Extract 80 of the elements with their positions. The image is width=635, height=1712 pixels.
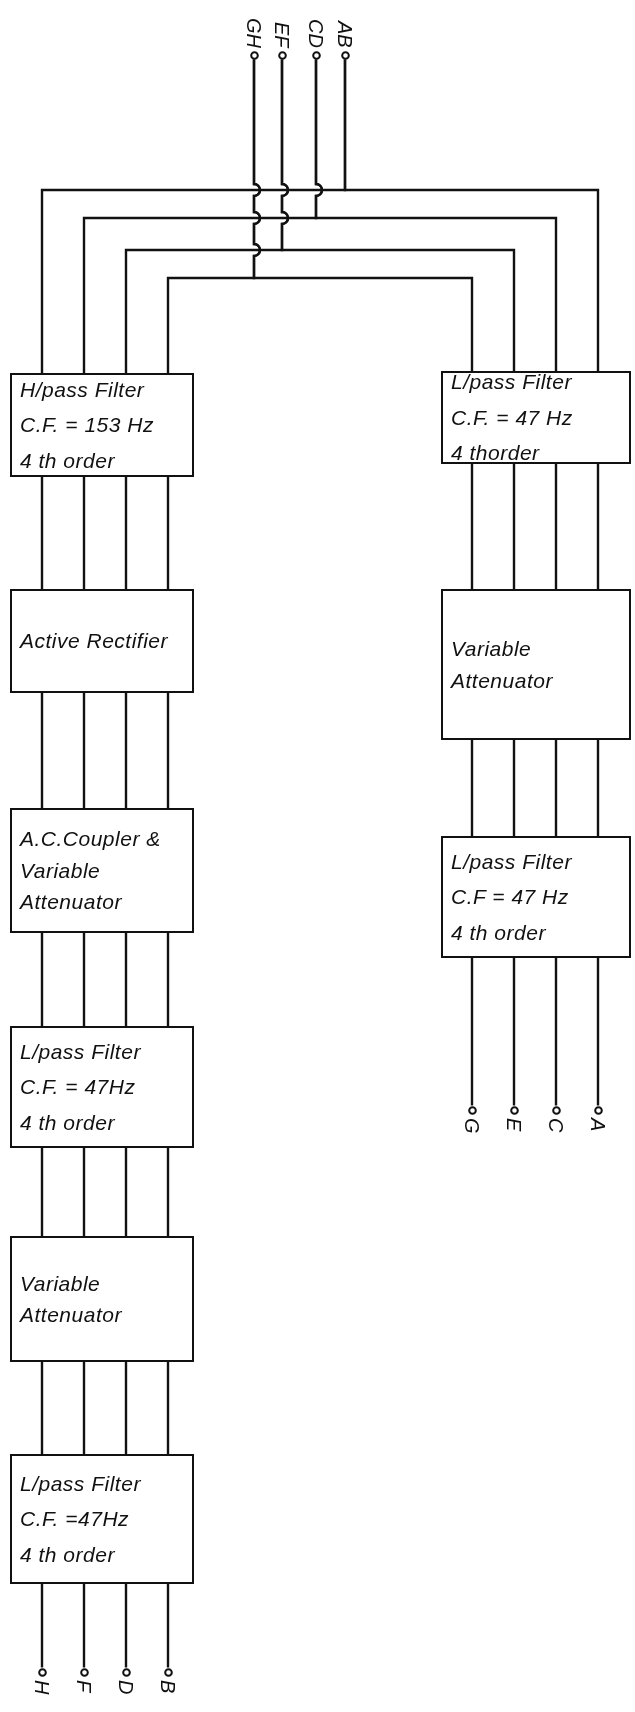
block-label: H/pass Filter: [20, 376, 146, 403]
connector-line: [166, 933, 170, 1026]
connector-line: [343, 59, 600, 371]
block-label: L/pass Filter: [451, 369, 573, 396]
connector-line: [554, 958, 558, 1106]
connector-line: [596, 958, 600, 1106]
block-label: L/pass Filter: [20, 1038, 142, 1065]
connector-line: [40, 1148, 44, 1236]
process-box: [10, 808, 194, 933]
block-label: L/pass Filter: [20, 1470, 142, 1497]
connector-line: [166, 477, 170, 589]
connector-line: [82, 1148, 86, 1236]
block-label: 4 th order: [20, 447, 116, 474]
process-box: [10, 1454, 194, 1584]
connector-line: [124, 1584, 128, 1668]
connector-line: [166, 1148, 170, 1236]
connector-line: [596, 740, 600, 836]
connector-line: [166, 693, 170, 808]
connector-line: [124, 1362, 128, 1454]
process-box: [441, 589, 631, 740]
process-box: [441, 371, 631, 464]
connector-line: [40, 693, 44, 808]
connector-line: [40, 1362, 44, 1454]
terminal-label: GH: [244, 17, 264, 48]
terminal-label: A: [588, 1117, 608, 1131]
terminal-label: C: [546, 1117, 566, 1132]
terminal-label: H: [32, 1679, 52, 1694]
terminal-label: F: [74, 1679, 94, 1692]
connector-line: [124, 933, 128, 1026]
connector-line: [252, 59, 474, 371]
block-label: 4 th order: [20, 1109, 116, 1136]
connector-line: [124, 477, 128, 589]
connector-line: [82, 1362, 86, 1454]
connector-line: [470, 958, 474, 1106]
block-label: Variable Attenuator: [451, 636, 554, 694]
connector-line: [470, 740, 474, 836]
process-box: [10, 1026, 194, 1148]
connector-line: [554, 464, 558, 589]
block-label: A.C.Coupler & Variable Attenuator: [20, 826, 162, 916]
block-label: 4 th order: [20, 1541, 116, 1568]
process-box: [441, 836, 631, 958]
block-label: L/pass Filter: [451, 848, 573, 875]
connector-line: [124, 693, 128, 808]
block-label: C.F. = 153 Hz: [20, 412, 155, 439]
connector-line: [166, 1362, 170, 1454]
terminal-label: G: [462, 1117, 482, 1134]
connector-line: [82, 1584, 86, 1668]
terminal-label: B: [158, 1679, 178, 1693]
block-label: 4 thorder: [451, 440, 541, 467]
connector-line: [554, 740, 558, 836]
connector-line: [82, 933, 86, 1026]
block-label: C.F. = 47 Hz: [451, 404, 574, 431]
connector-line: [596, 464, 600, 589]
terminal-label: D: [116, 1679, 136, 1694]
connector-line: [166, 1584, 170, 1668]
connector-line: [40, 1584, 44, 1668]
connector-line: [124, 1148, 128, 1236]
process-box: [10, 373, 194, 477]
connector-line: [512, 740, 516, 836]
terminal-label: EF: [272, 21, 292, 48]
connector-line: [512, 464, 516, 589]
block-label: C.F. = 47Hz: [20, 1074, 137, 1101]
block-label: Active Rectifier: [20, 628, 170, 655]
connector-line: [314, 59, 558, 371]
connector-line: [280, 59, 516, 371]
connector-line: [40, 477, 44, 589]
process-box: [10, 589, 194, 693]
connector-line: [470, 464, 474, 589]
connector-line: [40, 933, 44, 1026]
connector-line: [82, 477, 86, 589]
connector-line: [512, 958, 516, 1106]
block-label: C.F = 47 Hz: [451, 884, 570, 911]
terminal-label: AB: [335, 20, 355, 48]
block-label: 4 th order: [451, 919, 547, 946]
process-box: [10, 1236, 194, 1362]
block-label: C.F. =47Hz: [20, 1506, 131, 1533]
block-label: Variable Attenuator: [20, 1270, 123, 1328]
terminal-label: E: [504, 1117, 524, 1131]
connector-line: [82, 693, 86, 808]
terminal-label: CD: [306, 18, 326, 48]
